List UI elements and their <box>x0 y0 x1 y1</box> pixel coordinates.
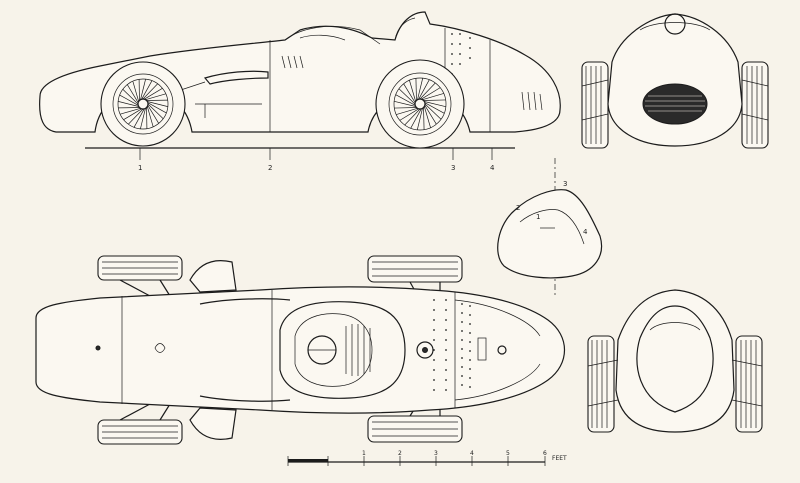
side-rear-wheel <box>376 60 464 148</box>
scale-tick-3: 3 <box>434 450 438 457</box>
front-view-right-tyre <box>742 62 768 148</box>
front-view-radiator-grille <box>643 84 707 124</box>
station-label-1: 1 <box>138 164 142 172</box>
plan-body-outline <box>36 287 565 413</box>
section-label-2: 2 <box>516 204 520 212</box>
rear-view-body <box>616 290 734 432</box>
rear-view-right-tyre <box>736 336 762 432</box>
section-label-3: 3 <box>563 180 567 188</box>
scale-tick-5: 5 <box>506 450 510 457</box>
station-label-3: 3 <box>451 164 455 172</box>
scale-tick-4: 4 <box>470 450 474 457</box>
scale-unit-label: FEET <box>552 455 567 462</box>
scale-tick-1: 1 <box>362 450 366 457</box>
rear-view <box>588 290 762 432</box>
cross-section-view: 2 1 3 4 <box>498 158 602 296</box>
scale-tick-6: 6 <box>543 450 547 457</box>
side-view: 1 2 3 4 <box>40 12 561 172</box>
section-label-4: 4 <box>583 228 588 236</box>
station-label-2: 2 <box>268 164 272 172</box>
scale-bar: 1 2 3 4 5 6 FEET <box>288 450 567 466</box>
side-front-wheel <box>101 62 185 146</box>
station-label-4: 4 <box>490 164 495 172</box>
scale-tick-2: 2 <box>398 450 402 457</box>
plan-view <box>36 256 565 444</box>
front-view <box>582 14 768 148</box>
section-label-1: 1 <box>536 213 540 221</box>
